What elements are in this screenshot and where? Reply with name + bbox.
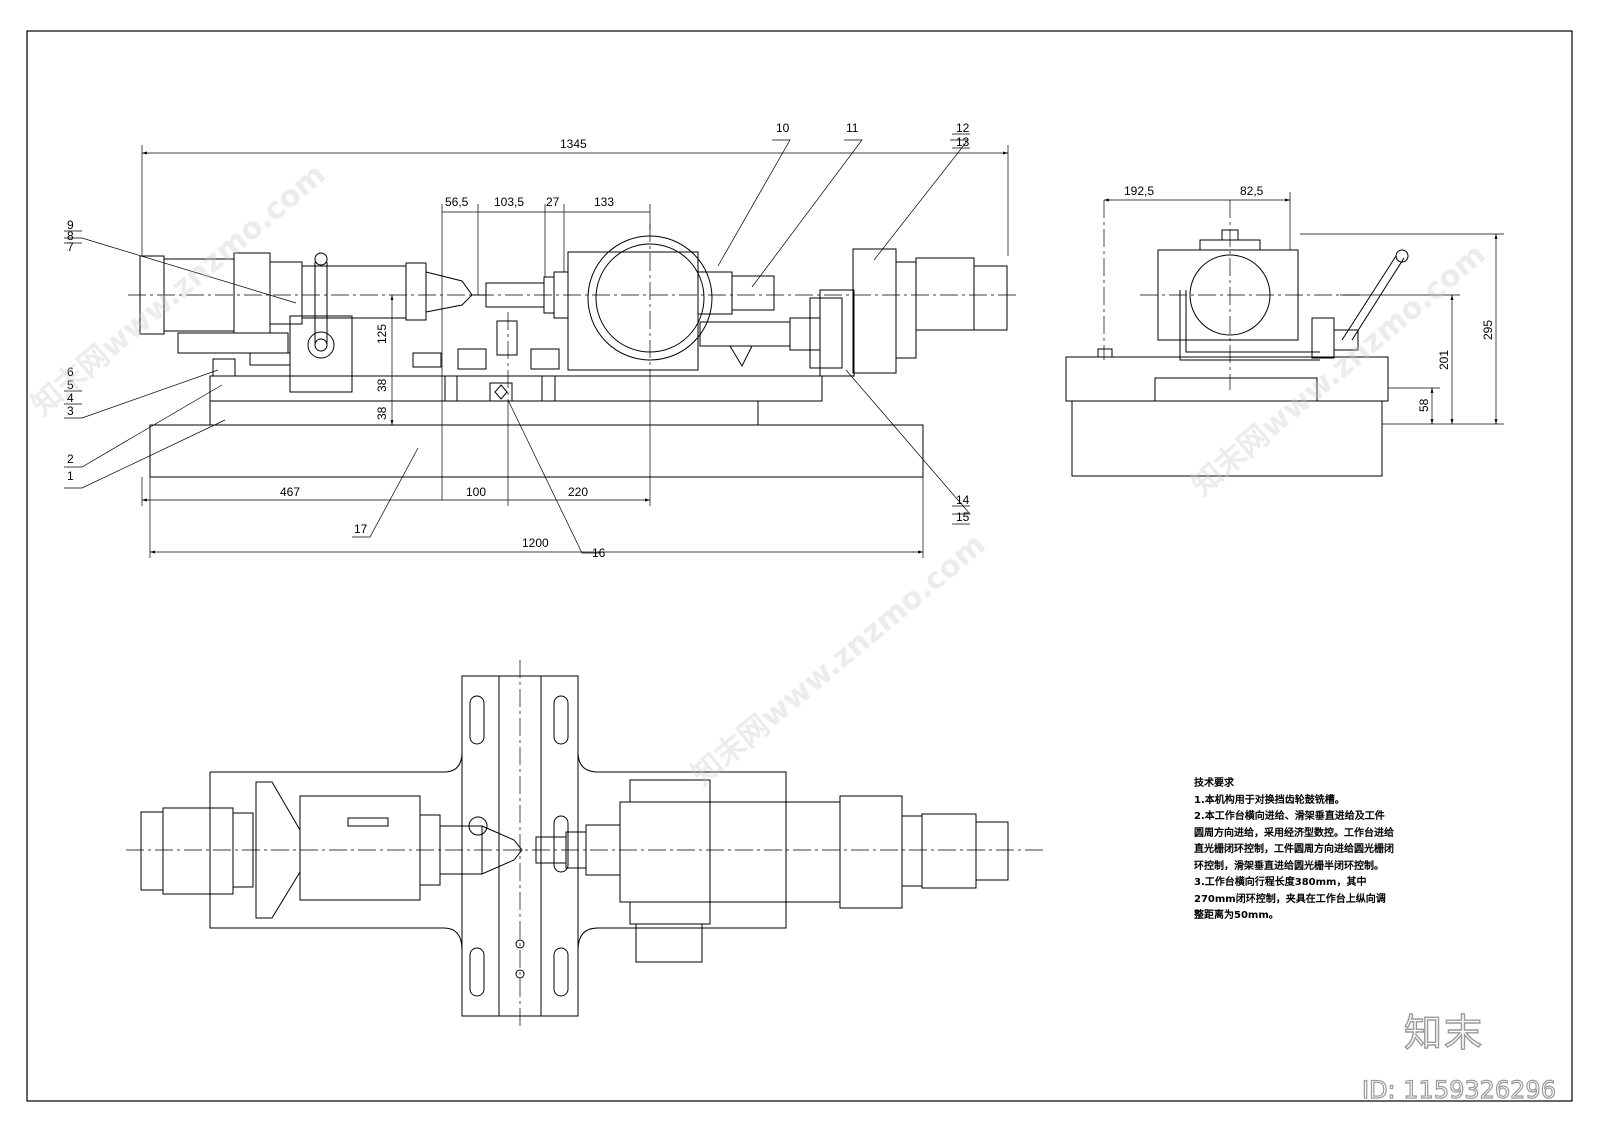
dimension-texts: 1345 56,5 103,5 27 133 125 38 38 467 100… <box>280 137 1495 550</box>
part-label-4: 4 <box>67 391 74 405</box>
drawing-frame <box>26 30 1573 1102</box>
part-label-8: 8 <box>67 229 74 243</box>
dim-295: 295 <box>1481 320 1495 340</box>
notes-line-2: 2.本工作台横向进给、滑架垂直进给及工件圆周方向进给，采用经济型数控。工作台进给… <box>1194 811 1394 872</box>
part-label-11: 11 <box>846 121 859 135</box>
part-labels: 9 8 7 6 5 4 3 2 1 10 11 12 13 14 15 16 1… <box>67 121 970 560</box>
part-label-9: 9 <box>67 218 74 232</box>
dim-38-upper: 38 <box>375 378 389 392</box>
dim-1200: 1200 <box>522 536 549 550</box>
dim-27: 27 <box>546 195 560 209</box>
top-view <box>140 675 1009 1017</box>
part-label-2: 2 <box>67 452 74 466</box>
dim-125: 125 <box>375 324 389 344</box>
notes-line-1: 1.本机构用于对换挡齿轮鼓铣槽。 <box>1194 794 1345 806</box>
dim-58: 58 <box>1417 398 1431 412</box>
side-view-dimensions <box>1104 192 1504 425</box>
part-label-17: 17 <box>354 522 368 536</box>
part-label-7: 7 <box>67 240 74 254</box>
dim-201: 201 <box>1437 350 1451 370</box>
dim-220: 220 <box>568 485 588 499</box>
label-underlines <box>64 133 970 525</box>
leader-lines <box>64 139 971 554</box>
dim-56-5: 56,5 <box>445 195 469 209</box>
dim-467: 467 <box>280 485 300 499</box>
front-view-dimensions <box>141 145 1009 558</box>
dim-192-5: 192,5 <box>1124 184 1154 198</box>
part-label-15: 15 <box>956 510 970 524</box>
dim-133: 133 <box>594 195 614 209</box>
part-label-1: 1 <box>67 469 74 483</box>
part-label-3: 3 <box>67 404 74 418</box>
brand-logo: 知末 <box>1403 1010 1485 1055</box>
notes-title: 技术要求 <box>1194 778 1234 789</box>
dim-38-lower: 38 <box>375 406 389 420</box>
notes-line-3: 3.工作台横向行程长度380mm，其中270mm闭环控制，夹具在工作台上纵向调整… <box>1194 877 1386 921</box>
front-view-centerlines <box>128 224 1020 410</box>
part-label-5: 5 <box>67 378 74 392</box>
technical-notes: 技术要求 1.本机构用于对换挡齿轮鼓铣槽。 2.本工作台横向进给、滑架垂直进给及… <box>1194 776 1394 925</box>
dim-82-5: 82,5 <box>1240 184 1264 198</box>
part-label-16: 16 <box>592 546 606 560</box>
part-label-10: 10 <box>776 121 790 135</box>
document-id: ID: 1159326296 <box>1361 1075 1556 1104</box>
dim-1345: 1345 <box>560 137 587 151</box>
part-label-6: 6 <box>67 365 74 379</box>
part-label-13: 13 <box>956 135 970 149</box>
side-view-centerlines <box>1103 200 1360 390</box>
top-view-centerlines <box>126 660 1046 1030</box>
dim-100: 100 <box>466 485 486 499</box>
front-view <box>139 235 1008 478</box>
part-label-14: 14 <box>956 493 970 507</box>
side-view <box>1065 229 1409 477</box>
part-label-12: 12 <box>956 121 970 135</box>
dim-103-5: 103,5 <box>494 195 524 209</box>
